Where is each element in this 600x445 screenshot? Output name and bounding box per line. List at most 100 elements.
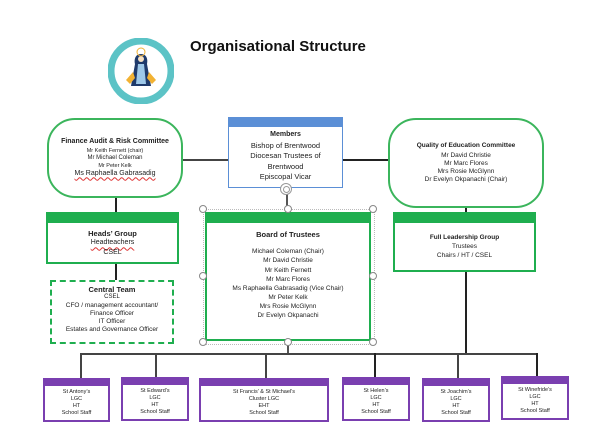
school-name: St Winefride’s (518, 387, 552, 393)
heads-group-title: Heads’ Group (88, 229, 137, 238)
members-line: Diocesan Trustees of (250, 151, 321, 161)
finance-committee-member: Mr Peter Kelk (98, 162, 132, 169)
school-line: LGC (370, 394, 382, 401)
school-line: HT (531, 400, 539, 407)
resize-handle-nw[interactable] (199, 205, 207, 213)
members-title: Members (270, 131, 301, 138)
drop-st-antonys (80, 353, 82, 378)
central-team-line: Estates and Governance Officer (65, 326, 159, 334)
quality-committee-title: Quality of Education Committee (416, 141, 516, 149)
full-leadership-group-box[interactable]: Full Leadership Group Trustees Chairs / … (393, 212, 536, 272)
heads-group-line: CSEL (103, 249, 122, 257)
central-team-box[interactable]: Central Team CSEL CFO / management accou… (50, 280, 174, 344)
board-member: Dr Evelyn Okpanachi (257, 312, 319, 320)
central-team-line: Finance Officer (90, 310, 134, 317)
central-team-line: IT Officer (98, 318, 126, 326)
school-name: St Antony’s (62, 389, 91, 395)
school-line: School Staff (61, 409, 92, 416)
school-name: St Joachim’s (440, 389, 472, 395)
resize-handle-s[interactable] (284, 338, 292, 346)
central-team-line: CSEL (104, 294, 120, 301)
school-box-st-helens[interactable]: St Helen’s LGC HT School Staff (342, 377, 410, 421)
members-box[interactable]: Members Bishop of Brentwood Diocesan Tru… (228, 117, 343, 188)
quality-committee-member: Mr David Christie (441, 151, 491, 159)
connector-finance-heads (115, 196, 117, 214)
resize-handle-w[interactable] (199, 272, 207, 280)
drop-st-francis (265, 353, 267, 378)
school-line: LGC (529, 393, 541, 400)
finance-committee-member: Ms Raphaella Gabrasadig (74, 169, 156, 177)
school-line: School Staff (361, 408, 391, 415)
school-line: HT (151, 401, 159, 408)
drop-st-joachims (457, 353, 459, 378)
finance-audit-risk-committee[interactable]: Finance Audit & Risk Committee Mr Keith … (47, 118, 183, 198)
finance-committee-member: Mr Michael Coleman (87, 155, 143, 162)
quality-of-education-committee[interactable]: Quality of Education Committee Mr David … (388, 118, 544, 208)
central-team-title: Central Team (88, 285, 136, 294)
members-line: Episcopal Vicar (259, 171, 312, 181)
school-line: LGC (149, 394, 161, 401)
members-line: Brentwood (267, 161, 304, 171)
connector-finance-members (182, 159, 228, 161)
board-member: Ms Raphaella Gabrasadig (Vice Chair) (232, 284, 344, 292)
schools-bus (80, 353, 536, 355)
school-line: EHT (258, 402, 270, 409)
drop-st-helens (374, 353, 376, 378)
board-member: Mr Marc Flores (266, 275, 310, 283)
drop-st-edwards (155, 353, 157, 378)
school-name: St Helen’s (363, 388, 389, 394)
school-line: HT (452, 402, 460, 409)
leadership-line: Trustees (451, 243, 478, 251)
school-line: LGC (70, 395, 83, 402)
school-header-bar (344, 379, 408, 385)
board-member: Mr Peter Kelk (268, 293, 308, 301)
school-line: School Staff (249, 409, 279, 416)
quality-committee-member: Dr Evelyn Okpanachi (Chair) (424, 176, 508, 184)
leadership-line: Chairs / HT / CSEL (436, 252, 493, 260)
school-line: LGC (450, 395, 462, 402)
school-name: St Edward’s (140, 388, 170, 394)
heads-group-header-bar (48, 214, 177, 223)
resize-handle-e[interactable] (369, 272, 377, 280)
quality-committee-member: Mr Marc Flores (444, 159, 488, 167)
heads-group-box[interactable]: Heads’ Group Headteachers CSEL (46, 212, 179, 264)
leadership-title: Full Leadership Group (429, 234, 500, 241)
school-header-bar (424, 380, 488, 386)
school-line: School Staff (520, 407, 550, 414)
finance-committee-title: Finance Audit & Risk Committee (61, 137, 169, 145)
rotate-handle-icon[interactable] (280, 183, 292, 195)
drop-st-winefrides (536, 353, 538, 376)
school-line: School Staff (441, 409, 471, 416)
school-header-bar (503, 378, 567, 384)
heads-group-line: Headteachers (90, 239, 135, 247)
resize-handle-sw[interactable] (199, 338, 207, 346)
school-box-st-joachims[interactable]: St Joachim’s LGC HT School Staff (422, 378, 490, 422)
connector-leadership-schools (465, 272, 467, 354)
school-header-bar (201, 380, 327, 386)
resize-handle-se[interactable] (369, 338, 377, 346)
connector-board-schools (287, 343, 289, 354)
board-member: Mrs Rosie McGlynn (259, 302, 317, 310)
resize-handle-ne[interactable] (369, 205, 377, 213)
connector-members-quality (343, 159, 389, 161)
finance-committee-member: Mr Keith Fernett (chair) (86, 148, 144, 155)
resize-handle-n[interactable] (284, 205, 292, 213)
quality-committee-member: Mrs Rosie McGlynn (437, 168, 495, 176)
school-name: St Francis’ & St Michael’s (232, 389, 296, 395)
school-box-st-francis-st-michaels[interactable]: St Francis’ & St Michael’s Cluster LGC E… (199, 378, 329, 422)
school-line: HT (72, 402, 81, 409)
school-header-bar (123, 379, 187, 385)
connector-members-board (286, 188, 288, 212)
board-of-trustees-box[interactable]: Board of Trustees Michael Coleman (Chair… (205, 212, 371, 341)
board-member: Mr David Christie (263, 257, 313, 265)
board-header-bar (207, 214, 369, 223)
school-box-st-antonys[interactable]: St Antony’s LGC HT School Staff (43, 378, 110, 422)
board-member: Michael Coleman (Chair) (252, 248, 324, 256)
school-line: School Staff (140, 408, 170, 415)
school-crest-logo (107, 37, 175, 105)
members-line: Bishop of Brentwood (250, 140, 321, 150)
leadership-header-bar (395, 214, 534, 223)
members-header-bar (229, 118, 342, 127)
school-box-st-winefrides[interactable]: St Winefride’s LGC HT School Staff (501, 376, 569, 420)
school-box-st-edwards[interactable]: St Edward’s LGC HT School Staff (121, 377, 189, 421)
